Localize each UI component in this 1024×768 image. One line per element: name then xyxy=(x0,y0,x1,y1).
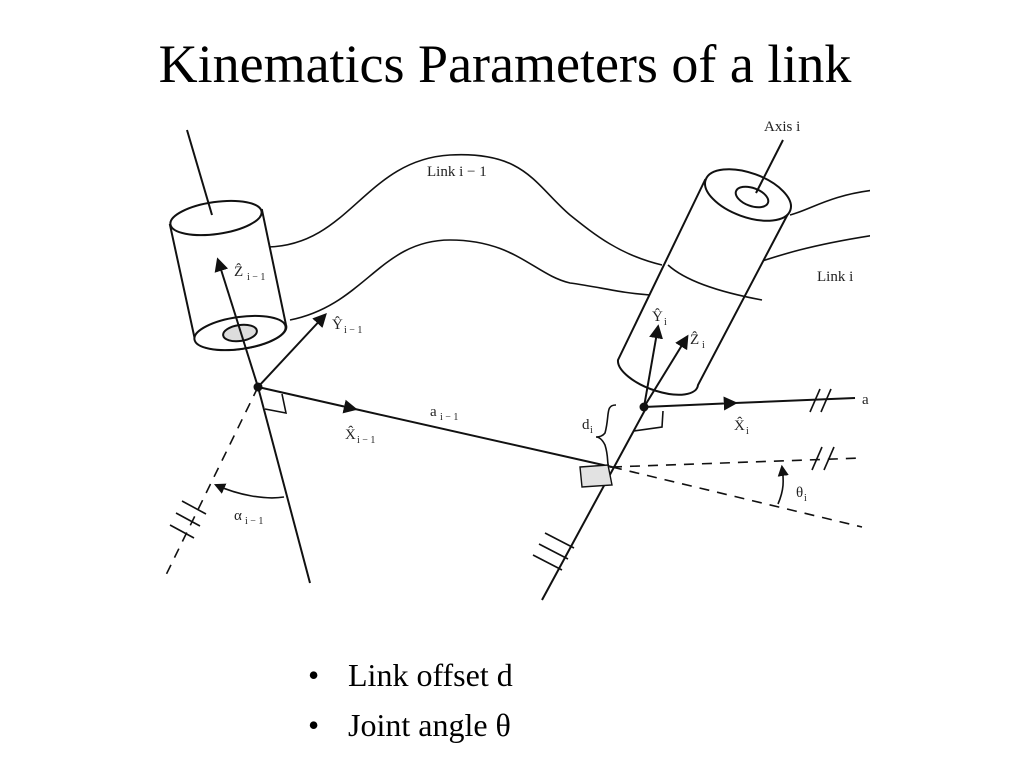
axis-prev-projection xyxy=(164,386,259,578)
common-normal-line xyxy=(354,408,613,468)
z-prev-sub: i − 1 xyxy=(247,272,265,283)
d-sub: i xyxy=(590,425,593,436)
right-angle-prev xyxy=(264,393,288,415)
bullet-marker: • xyxy=(308,657,320,693)
hatch-i-c xyxy=(544,532,575,549)
joint-i-cylinder xyxy=(616,178,792,396)
theta-dash-line xyxy=(611,466,863,528)
d-label: d xyxy=(582,417,590,433)
joint-prev-top xyxy=(169,199,263,237)
link-prev-label: Link i − 1 xyxy=(427,164,487,180)
bullet-text: Joint angle θ xyxy=(348,707,511,743)
link-i-body xyxy=(789,189,870,216)
hatch-prev-b xyxy=(175,512,201,527)
theta-sub: i xyxy=(804,493,807,504)
a-prev-sub: i − 1 xyxy=(440,412,458,423)
alpha-prev-sub: i − 1 xyxy=(245,516,263,527)
x-i-arrow xyxy=(643,396,738,411)
axis-i-lower-line xyxy=(541,409,646,601)
bullet-text: Link offset d xyxy=(348,657,513,693)
z-i-sub: i xyxy=(702,340,705,351)
theta-label: θ xyxy=(796,485,803,501)
z-i-label: Ẑ xyxy=(690,331,699,348)
hatch-ai-a xyxy=(809,388,821,413)
link-i-label: Link i xyxy=(817,269,853,285)
alpha-prev-arc xyxy=(213,483,285,499)
hatch-prev-c xyxy=(181,500,207,515)
hatch-i-a xyxy=(532,554,563,571)
origin-prev-dot xyxy=(253,382,263,392)
a-i-label: a xyxy=(862,392,869,408)
hatch-i-b xyxy=(538,543,569,560)
bullet-list: • Link offset d • Joint angle θ xyxy=(308,650,513,750)
x-prev-label: X̂ xyxy=(345,426,356,443)
right-angle-i-lower xyxy=(579,464,613,488)
joint-i-band xyxy=(667,264,763,301)
origin-i-dot xyxy=(639,402,649,412)
right-angle-i xyxy=(633,410,664,432)
hatch-ext-b xyxy=(823,446,835,471)
axis-prev-line-top xyxy=(186,129,213,216)
x-i-sub: i xyxy=(746,426,749,437)
y-prev-sub: i − 1 xyxy=(344,325,362,336)
bullet-joint-angle: • Joint angle θ xyxy=(308,700,513,750)
x-i-label: X̂ xyxy=(734,417,745,434)
a-i-line xyxy=(734,397,856,404)
normal-extension-dash xyxy=(611,457,863,468)
link-kinematics-diagram: Axis i Link i − 1 Link i Ẑ i − 1 Ŷ i −… xyxy=(150,115,870,605)
link-prev-body xyxy=(267,153,663,266)
theta-arc xyxy=(777,464,789,505)
y-i-label: Ŷ xyxy=(652,308,663,325)
x-prev-sub: i − 1 xyxy=(357,435,375,446)
axis-i-label: Axis i xyxy=(764,119,800,135)
z-prev-label: Ẑ xyxy=(234,263,243,280)
d-brace xyxy=(595,404,617,468)
a-prev-label: a xyxy=(430,404,437,420)
hatch-ai-b xyxy=(820,388,832,413)
diagram-svg: Axis i Link i − 1 Link i Ẑ i − 1 Ŷ i −… xyxy=(164,119,870,601)
hatch-ext-a xyxy=(811,446,823,471)
x-prev-arrow xyxy=(257,386,358,414)
hatch-prev-a xyxy=(169,524,195,539)
slide-title: Kinematics Parameters of a link xyxy=(158,34,852,94)
axis-i-line xyxy=(755,139,784,194)
bullet-marker: • xyxy=(308,707,320,743)
z-prev-arrow xyxy=(214,257,259,388)
y-i-arrow xyxy=(643,324,663,408)
y-prev-label: Ŷ xyxy=(332,316,343,333)
link-prev-body-lower xyxy=(289,239,651,321)
y-prev-arrow xyxy=(257,312,327,388)
bullet-link-offset: • Link offset d xyxy=(308,650,513,700)
axis-prev-line xyxy=(257,386,311,584)
alpha-prev-label: α xyxy=(234,508,242,524)
joint-i-bore xyxy=(734,185,770,209)
y-i-sub: i xyxy=(664,317,667,328)
z-i-arrow xyxy=(643,334,689,408)
